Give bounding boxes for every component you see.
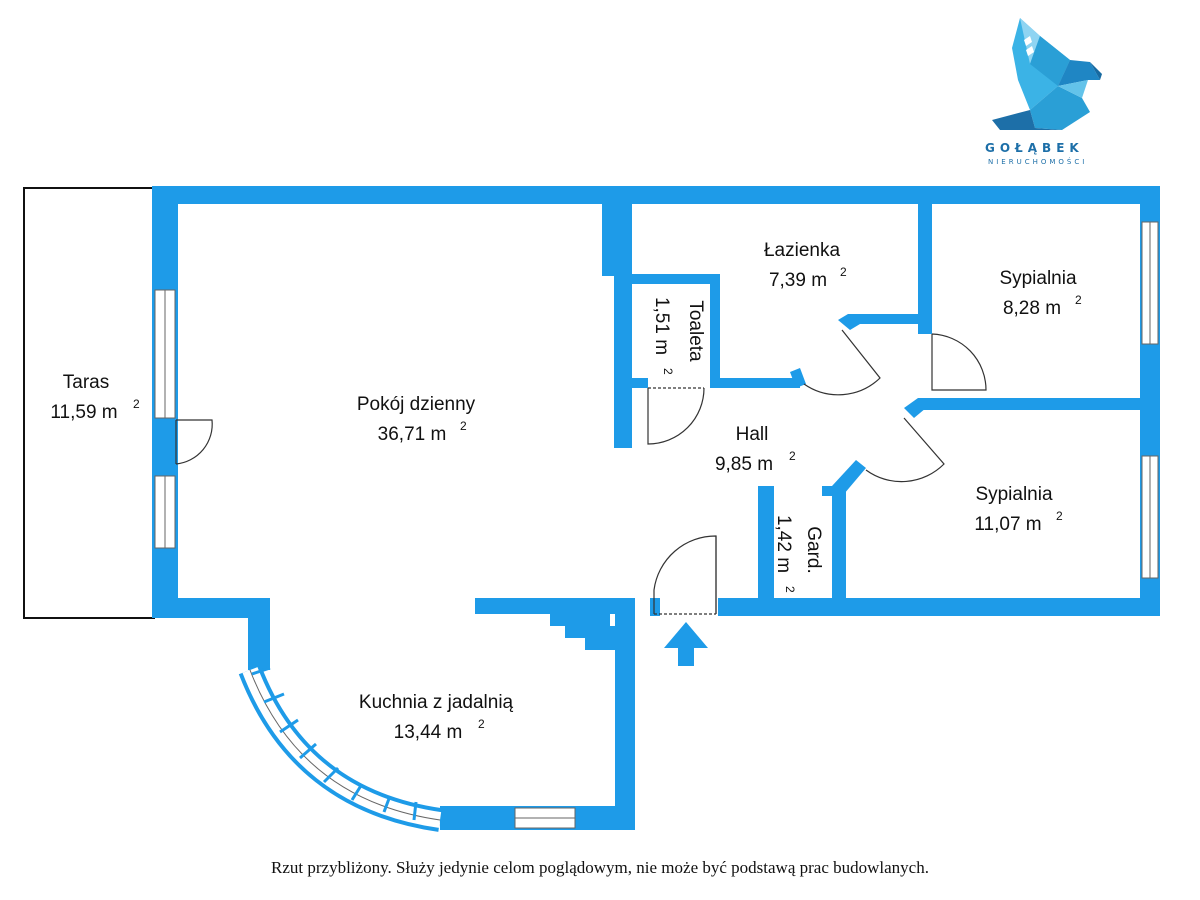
room-area: 11,07 m — [974, 514, 1041, 535]
room-area-sup: 2 — [478, 717, 485, 731]
room-name: Kuchnia z jadalnią — [359, 692, 514, 713]
room-hall: Hall 9,85 m 2 — [715, 424, 796, 475]
room-area: 1,42 m — [773, 515, 794, 573]
room-name: Sypialnia — [975, 484, 1053, 505]
room-area-sup: 2 — [789, 449, 796, 463]
bay-window — [238, 665, 442, 832]
room-area-sup: 2 — [840, 265, 847, 279]
room-area: 11,59 m — [50, 402, 117, 423]
room-toaleta: Toaleta 1,51 m 2 — [651, 297, 706, 375]
logo-name: GOŁĄBEK — [985, 141, 1084, 155]
company-logo: GOŁĄBEK NIERUCHOMOŚCI — [985, 18, 1102, 166]
room-area-sup: 2 — [1056, 509, 1063, 523]
room-name: Gard. — [803, 526, 824, 574]
disclaimer-text: Rzut przybliżony. Służy jedynie celom po… — [271, 858, 929, 877]
room-name: Taras — [63, 372, 109, 393]
room-name: Pokój dzienny — [357, 394, 476, 415]
room-area-sup: 2 — [460, 419, 467, 433]
room-gard: Gard. 1,42 m 2 — [773, 515, 824, 593]
room-name: Toaleta — [685, 300, 706, 362]
room-name: Łazienka — [764, 240, 840, 261]
room-lazienka: Łazienka 7,39 m 2 — [764, 240, 847, 291]
room-name: Sypialnia — [999, 268, 1077, 289]
doors — [175, 329, 987, 615]
logo-subtitle: NIERUCHOMOŚCI — [988, 157, 1087, 166]
room-area-sup: 2 — [783, 586, 797, 593]
pigeon-logo-icon — [992, 18, 1102, 130]
room-area-sup: 2 — [661, 368, 675, 375]
room-area: 9,85 m — [715, 454, 773, 475]
windows — [154, 221, 1159, 829]
room-sypialnia-1: Sypialnia 8,28 m 2 — [999, 268, 1082, 319]
room-pokoj-dzienny: Pokój dzienny 36,71 m 2 — [357, 394, 476, 445]
room-area-sup: 2 — [133, 397, 140, 411]
room-area: 13,44 m — [394, 722, 463, 743]
room-area-sup: 2 — [1075, 293, 1082, 307]
room-area: 8,28 m — [1003, 298, 1061, 319]
room-area: 1,51 m — [651, 297, 672, 355]
room-taras: Taras 11,59 m 2 — [50, 372, 140, 423]
arrow-up-icon — [664, 622, 708, 666]
room-sypialnia-2: Sypialnia 11,07 m 2 — [974, 484, 1063, 535]
room-area: 36,71 m — [378, 424, 447, 445]
room-name: Hall — [736, 424, 769, 445]
room-area: 7,39 m — [769, 270, 827, 291]
room-kuchnia: Kuchnia z jadalnią 13,44 m 2 — [359, 692, 514, 743]
